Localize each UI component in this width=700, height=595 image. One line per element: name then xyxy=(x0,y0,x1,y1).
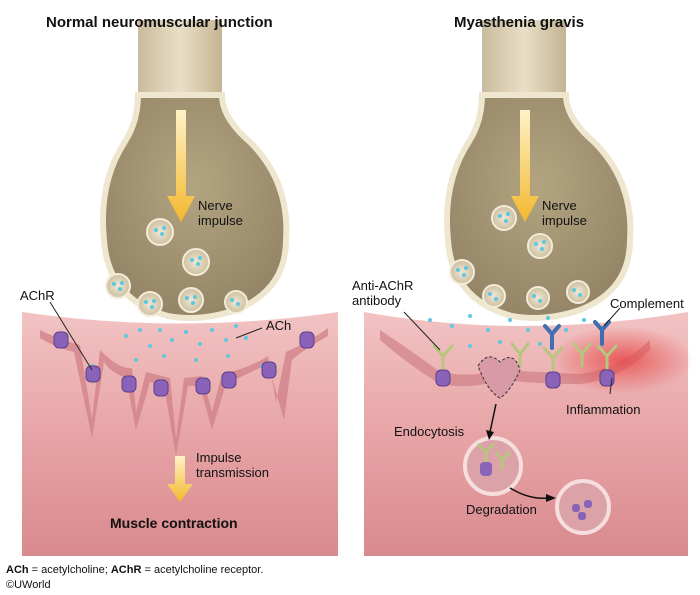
muscle-contraction-label: Muscle contraction xyxy=(110,515,238,531)
degradation-arrow xyxy=(509,487,549,500)
degradation-label: Degradation xyxy=(466,502,537,517)
normal-receptors xyxy=(53,331,315,397)
ach-leader-line xyxy=(235,327,263,339)
complement-leader-line xyxy=(603,307,621,327)
normal-ach-molecules xyxy=(90,324,264,368)
achr-leader-line xyxy=(49,301,93,371)
achr-label: AChR xyxy=(20,288,55,303)
mg-receptors xyxy=(435,369,615,389)
degradation-arrowhead xyxy=(546,494,556,502)
normal-panel xyxy=(22,20,338,556)
endocytosis-vesicle xyxy=(463,436,523,496)
normal-panel-title: Normal neuromuscular junction xyxy=(46,14,273,31)
impulse-transmission-arrow xyxy=(167,456,193,502)
antibody-leader-line xyxy=(403,311,441,351)
endocytosis-pocket xyxy=(477,356,521,399)
mg-panel xyxy=(364,20,694,556)
abbreviation-footnote: ACh = acetylcholine; AChR = acetylcholin… xyxy=(6,564,264,576)
normal-nerve-impulse-arrow xyxy=(167,110,195,222)
degraded-fragments xyxy=(572,500,592,520)
mg-antibodies xyxy=(432,342,618,372)
endocytosis-label: Endocytosis xyxy=(394,424,465,439)
inflammation-zone xyxy=(550,326,694,394)
complement-label: Complement xyxy=(610,296,684,311)
complement-proteins xyxy=(543,320,611,350)
endocytosis-arrowhead xyxy=(486,430,494,440)
degradation-vesicle xyxy=(555,479,611,535)
mg-nerve-impulse-arrow xyxy=(511,110,539,222)
normal-vesicles xyxy=(105,218,248,317)
mg-panel-title: Myasthenia gravis xyxy=(454,14,585,31)
normal-postsynaptic-folds xyxy=(40,328,328,456)
mg-axon xyxy=(482,20,566,98)
inflammation-label: Inflammation xyxy=(566,402,641,417)
endocytosed-complex xyxy=(476,442,512,476)
mg-ach-molecules xyxy=(428,314,586,348)
endocytosis-arrow xyxy=(489,403,497,433)
ach-label: ACh xyxy=(266,318,292,333)
normal-nerve-terminal xyxy=(99,92,290,321)
normal-axon xyxy=(138,20,222,98)
inflammation-leader-line xyxy=(609,377,613,395)
mg-vesicles xyxy=(449,205,590,310)
copyright-notice: ©UWorld xyxy=(6,579,51,591)
mg-nerve-terminal xyxy=(443,92,634,321)
